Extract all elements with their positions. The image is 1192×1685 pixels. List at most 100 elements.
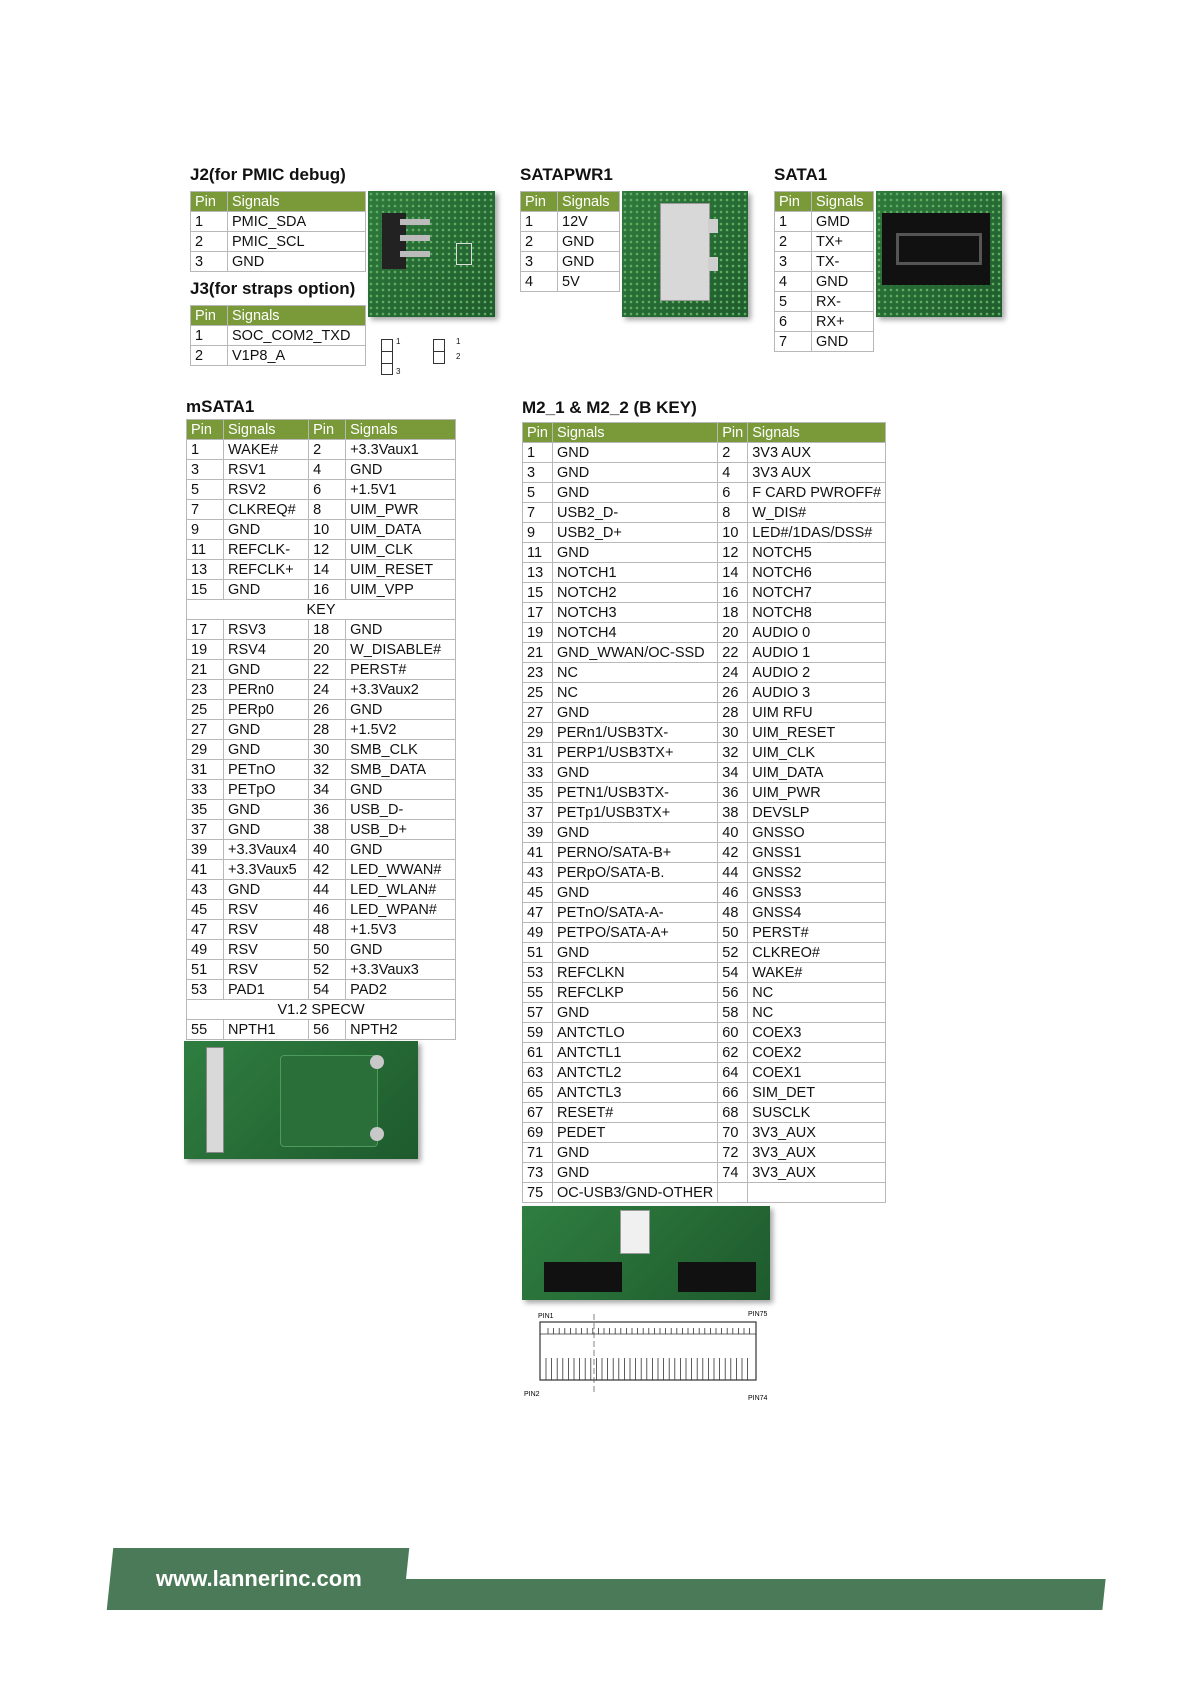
signal-name-cell: GND: [345, 839, 456, 860]
signal-name-cell: UIM_CLK: [345, 539, 456, 560]
pin-number-cell: 30: [717, 722, 749, 743]
signal-name-cell: PETp1/USB3TX+: [551, 802, 719, 823]
pin-number-cell: 11: [522, 542, 553, 563]
signal-name-cell: ANTCTLO: [551, 1022, 719, 1043]
signal-name-cell: GND: [222, 579, 310, 600]
pin-number-cell: 32: [717, 742, 749, 763]
signal-name-cell: 12V: [557, 211, 620, 232]
pin-number-cell: 52: [717, 942, 749, 963]
signal-name-cell: 3V3 AUX: [747, 442, 887, 463]
signal-name-cell: RSV4: [222, 639, 310, 660]
column-header: Pin: [520, 191, 558, 212]
m2-diagram-label: PIN2: [524, 1391, 540, 1398]
pin-number-cell: 2: [190, 345, 228, 366]
pin-number-cell: 54: [717, 962, 749, 983]
pin-number-cell: 56: [308, 1019, 347, 1040]
signal-name-cell: GND: [551, 442, 719, 463]
signal-name-cell: GNSS4: [747, 902, 887, 923]
pin-number-cell: 7: [774, 331, 812, 352]
pin-number-cell: 69: [522, 1122, 553, 1143]
signal-name-cell: GND: [551, 702, 719, 723]
pin-number-cell: 12: [308, 539, 347, 560]
signal-name-cell: RSV: [222, 959, 310, 980]
signal-name-cell: GND: [551, 542, 719, 563]
pin-number-cell: 5: [774, 291, 812, 312]
section-divider-cell: V1.2 SPECW: [186, 999, 456, 1020]
signal-name-cell: UIM RFU: [747, 702, 887, 723]
pin-number-cell: 26: [717, 682, 749, 703]
column-header: Signals: [222, 419, 310, 440]
signal-name-cell: GND: [222, 819, 310, 840]
signal-name-cell: GND: [222, 799, 310, 820]
pin-number-cell: 33: [186, 779, 224, 800]
column-header: Signals: [551, 422, 719, 443]
signal-name-cell: GNSS3: [747, 882, 887, 903]
signal-name-cell: NOTCH8: [747, 602, 887, 623]
signal-name-cell: REFCLKP: [551, 982, 719, 1003]
signal-name-cell: W_DIS#: [747, 502, 887, 523]
signal-name-cell: LED_WWAN#: [345, 859, 456, 880]
pin-number-cell: 10: [717, 522, 749, 543]
j2-board-photo: [368, 191, 495, 317]
m2-connector-diagram: PIN1 PIN75 PIN2 PIN74: [524, 1311, 768, 1402]
pin-number-cell: 67: [522, 1102, 553, 1123]
signal-name-cell: GND: [345, 459, 456, 480]
pin-number-cell: 2: [717, 442, 749, 463]
signal-name-cell: PETnO: [222, 759, 310, 780]
signal-name-cell: RSV: [222, 939, 310, 960]
pin-number-cell: 48: [717, 902, 749, 923]
pin-number-cell: 46: [308, 899, 347, 920]
signal-name-cell: GNSSO: [747, 822, 887, 843]
signal-name-cell: GND: [551, 462, 719, 483]
pin-number-cell: 14: [717, 562, 749, 583]
column-header: Pin: [190, 191, 228, 212]
signal-name-cell: USB_D+: [345, 819, 456, 840]
signal-name-cell: PAD1: [222, 979, 310, 1000]
signal-name-cell: NC: [551, 662, 719, 683]
signal-name-cell: NC: [747, 982, 887, 1003]
signal-name-cell: PERST#: [747, 922, 887, 943]
signal-name-cell: REFCLK+: [222, 559, 310, 580]
signal-name-cell: SMB_CLK: [345, 739, 456, 760]
j3-title: J3(for straps option): [190, 279, 356, 298]
signal-name-cell: GND: [811, 331, 874, 352]
signal-name-cell: PETN1/USB3TX-: [551, 782, 719, 803]
pin-number-cell: 5: [522, 482, 553, 503]
pin-number-cell: 41: [186, 859, 224, 880]
pin-number-cell: 2: [774, 231, 812, 252]
signal-name-cell: PETPO/SATA-A+: [551, 922, 719, 943]
pin-number-cell: 19: [522, 622, 553, 643]
pin-number-cell: 51: [522, 942, 553, 963]
signal-name-cell: UIM_DATA: [345, 519, 456, 540]
pin-number-cell: 71: [522, 1142, 553, 1163]
j3-jumper-2pin: [433, 339, 445, 364]
pin-number-cell: 4: [308, 459, 347, 480]
